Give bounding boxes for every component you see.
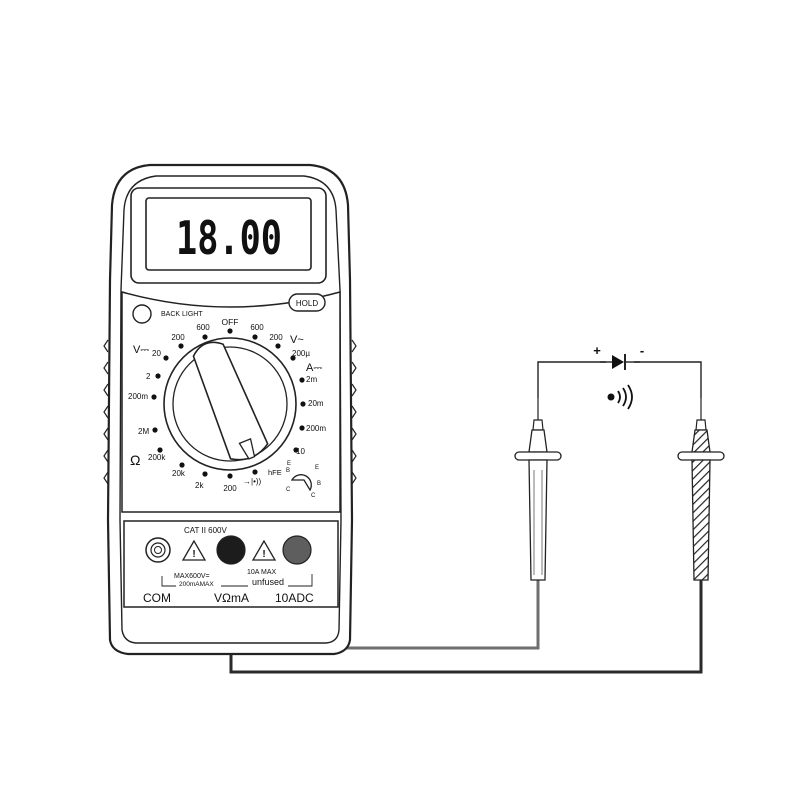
dial-dcv-200: 200 xyxy=(171,333,185,342)
dial-ohm-200: 200 xyxy=(223,484,237,493)
dial-dcv-20: 20 xyxy=(152,349,161,358)
hold-button[interactable] xyxy=(288,293,326,312)
test-probe-black[interactable] xyxy=(677,398,725,581)
jack-10adc-core xyxy=(154,546,162,554)
hold-label: HOLD xyxy=(296,299,318,308)
multimeter-body: 18.00 BACK LIGHT HOLD xyxy=(103,163,357,656)
jack-vma[interactable] xyxy=(282,535,312,565)
hfe-pin-c1: C xyxy=(286,487,291,493)
test-probe-gray[interactable] xyxy=(514,398,562,581)
dial-dcv-600: 600 xyxy=(196,323,210,332)
backlight-label: BACK LIGHT xyxy=(161,311,203,318)
continuity-buzzer-icon xyxy=(607,384,633,410)
dial-dca-10: 10 xyxy=(296,447,305,456)
dial-knob[interactable] xyxy=(187,336,270,465)
dial-ohm-2M: 2M xyxy=(138,427,149,436)
svg-text:!: ! xyxy=(192,549,195,560)
dial-ohm-2k: 2k xyxy=(195,481,204,490)
hfe-pin-b2: B xyxy=(317,481,321,487)
rotary-dial[interactable] xyxy=(163,336,297,471)
side-grip-left xyxy=(103,339,109,485)
dial-dca-200u: 200µ xyxy=(292,349,310,358)
hfe-pin-b1: B xyxy=(286,468,290,474)
lcd-reading: 18.00 xyxy=(176,211,282,265)
dial-acv-200: 200 xyxy=(269,333,283,342)
probe-upper-grip xyxy=(528,429,548,453)
warning-icon: ! xyxy=(251,539,277,561)
hfe-socket: E B C C B E xyxy=(286,461,321,499)
dial-knob-paddle xyxy=(192,341,269,461)
dial-ohm-200k: 200k xyxy=(148,453,166,462)
tenA-max-label: 10A MAX xyxy=(247,569,277,576)
dial-dcv-200m: 200m xyxy=(128,392,148,401)
dial-dca-2m: 2m xyxy=(306,375,317,384)
probe-guard xyxy=(677,451,725,461)
backlight-button[interactable] xyxy=(132,304,152,324)
probe-guard xyxy=(514,451,562,461)
dial-ohm-symbol: Ω xyxy=(130,452,140,468)
hfe-pin-c2: C xyxy=(311,493,316,499)
unfused-bracket xyxy=(221,574,313,587)
dial-dca-20m: 20m xyxy=(308,399,324,408)
probe-upper-grip xyxy=(691,429,711,453)
hfe-pin-e1: E xyxy=(287,461,291,467)
dial-ohm-20k: 20k xyxy=(172,469,186,478)
probe-handle xyxy=(691,459,711,581)
cat-rating-label: CAT II 600V xyxy=(184,526,228,535)
dial-pointer xyxy=(238,437,256,460)
vma-label: VΩmA xyxy=(214,591,249,605)
jack-bracket xyxy=(161,576,176,587)
hfe-socket-outline xyxy=(290,474,312,492)
dial-hfe-label: hFE xyxy=(268,468,282,477)
svg-text:!: ! xyxy=(262,549,265,560)
dial-dca-200m: 200m xyxy=(306,424,326,433)
probe-tip-sleeve xyxy=(695,419,707,431)
warning-icon: ! xyxy=(181,539,207,561)
dial-acv-symbol: V~ xyxy=(290,334,304,346)
tenadc-label: 10ADC xyxy=(275,591,314,605)
unfused-label: unfused xyxy=(252,577,284,587)
dial-acv-600: 600 xyxy=(250,323,264,332)
lcd-screen xyxy=(145,197,312,271)
diode-icon xyxy=(600,354,640,370)
hfe-pin-e2: E xyxy=(315,465,319,471)
dial-labels: OFF 600 600 200 200 V⎓ 20 2 200m V~ 200µ… xyxy=(128,317,326,493)
probe-handle xyxy=(528,459,548,581)
dial-dca-symbol: A⎓ xyxy=(306,362,322,374)
ma-max-label: 200mAMAX xyxy=(179,581,214,588)
diode-plus-label: + xyxy=(593,343,601,358)
dial-dcv-2: 2 xyxy=(146,372,151,381)
side-grip-right xyxy=(351,339,357,485)
diode-minus-label: - xyxy=(640,343,644,358)
dial-position-dots xyxy=(151,328,306,479)
dial-diode-label: →|•)) xyxy=(243,477,262,486)
com-label: COM xyxy=(143,591,171,605)
jack-com[interactable] xyxy=(216,535,246,565)
dial-off-label: OFF xyxy=(222,317,239,327)
dial-dcv-symbol: V⎓ xyxy=(133,344,149,356)
probe-circuit: + - xyxy=(537,343,702,410)
probe-tip-sleeve xyxy=(532,419,544,431)
max-voltage-label: MAX600V= xyxy=(174,573,210,580)
